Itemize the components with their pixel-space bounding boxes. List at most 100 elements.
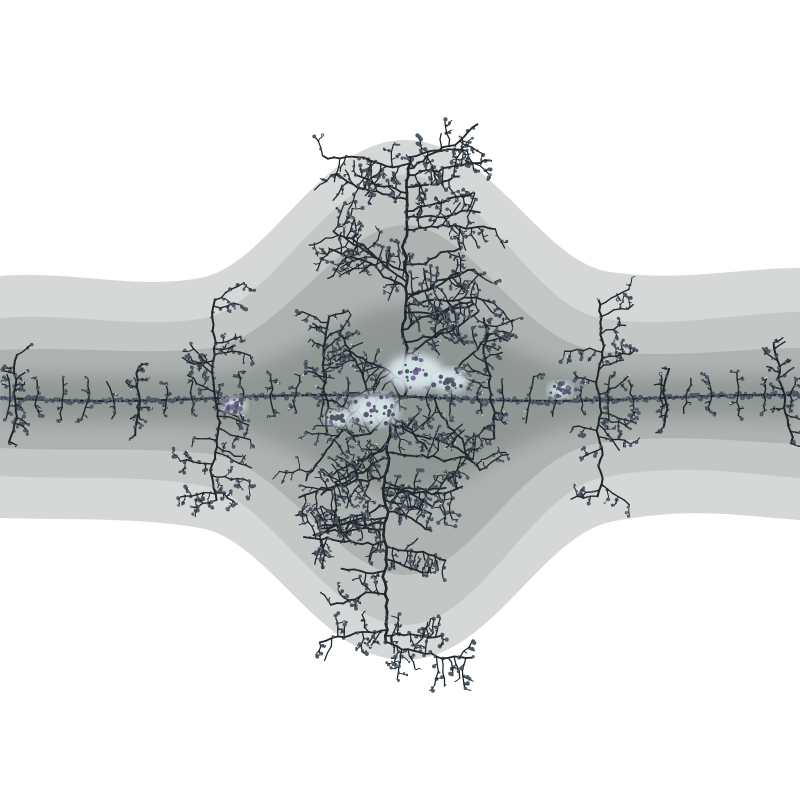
filament-segment: [241, 422, 250, 426]
frost-speck: [12, 402, 15, 405]
filament-node: [579, 385, 584, 390]
filament-node: [128, 438, 131, 441]
filament-segment: [200, 361, 208, 364]
filament-segment: [193, 362, 202, 365]
filament-segment: [243, 352, 252, 357]
filament-segment: [232, 459, 240, 465]
filament-node: [80, 417, 84, 421]
filament-node: [624, 343, 629, 348]
frost-speck: [463, 265, 466, 267]
filament-segment: [501, 416, 504, 419]
filament-node: [759, 412, 764, 417]
spine-node: [20, 399, 25, 403]
filament-node: [531, 382, 534, 386]
filament-segment: [87, 385, 91, 395]
filament-node: [318, 329, 322, 333]
filament-node: [621, 338, 625, 342]
spine-node: [785, 391, 790, 395]
filament-node: [192, 436, 197, 440]
filament-node: [435, 271, 440, 276]
filament-segment: [619, 432, 622, 436]
purple-node: [496, 397, 500, 400]
filament-segment: [264, 386, 269, 389]
filament-segment: [374, 354, 377, 361]
filament-node: [627, 379, 631, 383]
filament-node: [462, 288, 465, 292]
filament-node: [484, 402, 488, 407]
filament-segment: [320, 408, 323, 417]
filament-node: [505, 412, 509, 416]
filament-segment: [178, 457, 181, 462]
filament-node: [446, 312, 451, 317]
purple-node: [265, 393, 269, 396]
filament-node: [395, 288, 400, 293]
filament-segment: [186, 350, 191, 353]
filament-segment: [321, 394, 325, 403]
filament-segment: [187, 381, 191, 384]
filament-node: [347, 338, 350, 341]
filament-node: [27, 422, 31, 427]
frost-speck: [766, 376, 768, 379]
frost-speck: [361, 232, 363, 235]
filament-segment: [135, 413, 140, 423]
purple-node: [469, 397, 473, 400]
filament-node: [133, 377, 136, 380]
filament-node: [338, 338, 342, 342]
filament-node: [489, 317, 493, 321]
filament-node: [159, 380, 163, 385]
filament-node: [251, 443, 255, 447]
filament-segment: [216, 427, 220, 436]
filament-segment: [185, 459, 194, 463]
filament-node: [482, 271, 487, 276]
filament-node: [312, 374, 316, 378]
filament-node: [147, 408, 151, 412]
filament-node: [791, 400, 794, 403]
filament-node: [471, 384, 474, 387]
purple-node: [178, 399, 182, 402]
filament-node: [186, 361, 189, 364]
frost-speck: [25, 370, 28, 373]
filament-segment: [223, 415, 232, 418]
filament-segment: [164, 414, 166, 417]
filament-segment: [137, 392, 141, 402]
filament-segment: [526, 407, 529, 417]
filament-node: [712, 413, 717, 417]
filament-node: [171, 446, 176, 451]
frost-speck: [439, 339, 441, 342]
spine-node: [564, 397, 567, 401]
filament-segment: [523, 417, 526, 420]
filament-segment: [501, 392, 505, 402]
filament-node: [635, 348, 639, 353]
spine-node: [618, 399, 621, 403]
filament-segment: [216, 445, 224, 452]
filament-node: [139, 423, 143, 426]
filament-segment: [215, 433, 219, 442]
filament-segment: [703, 380, 707, 383]
filament-segment: [369, 388, 372, 390]
filament-segment: [214, 397, 218, 406]
filament-node: [634, 420, 637, 424]
frost-speck: [334, 318, 337, 320]
filament-node: [610, 503, 615, 507]
spine-node: [117, 397, 120, 401]
filament-segment: [217, 421, 221, 430]
filament-segment: [763, 388, 767, 396]
purple-node: [310, 395, 314, 398]
filament-segment: [242, 356, 245, 361]
purple-node: [697, 396, 701, 399]
filament-segment: [211, 457, 216, 466]
purple-node: [655, 398, 659, 401]
purple-node: [82, 401, 86, 404]
frost-speck: [231, 310, 233, 313]
filament-node: [325, 259, 330, 264]
filament-node: [456, 336, 460, 340]
purple-node: [100, 397, 104, 401]
filament-segment: [295, 381, 301, 390]
filament-node: [792, 439, 796, 443]
frost-speck: [523, 410, 526, 412]
filament-segment: [13, 353, 19, 362]
filament-segment: [204, 467, 206, 473]
filament-node: [701, 378, 705, 382]
filament-segment: [248, 490, 251, 497]
filament-node: [345, 376, 349, 380]
